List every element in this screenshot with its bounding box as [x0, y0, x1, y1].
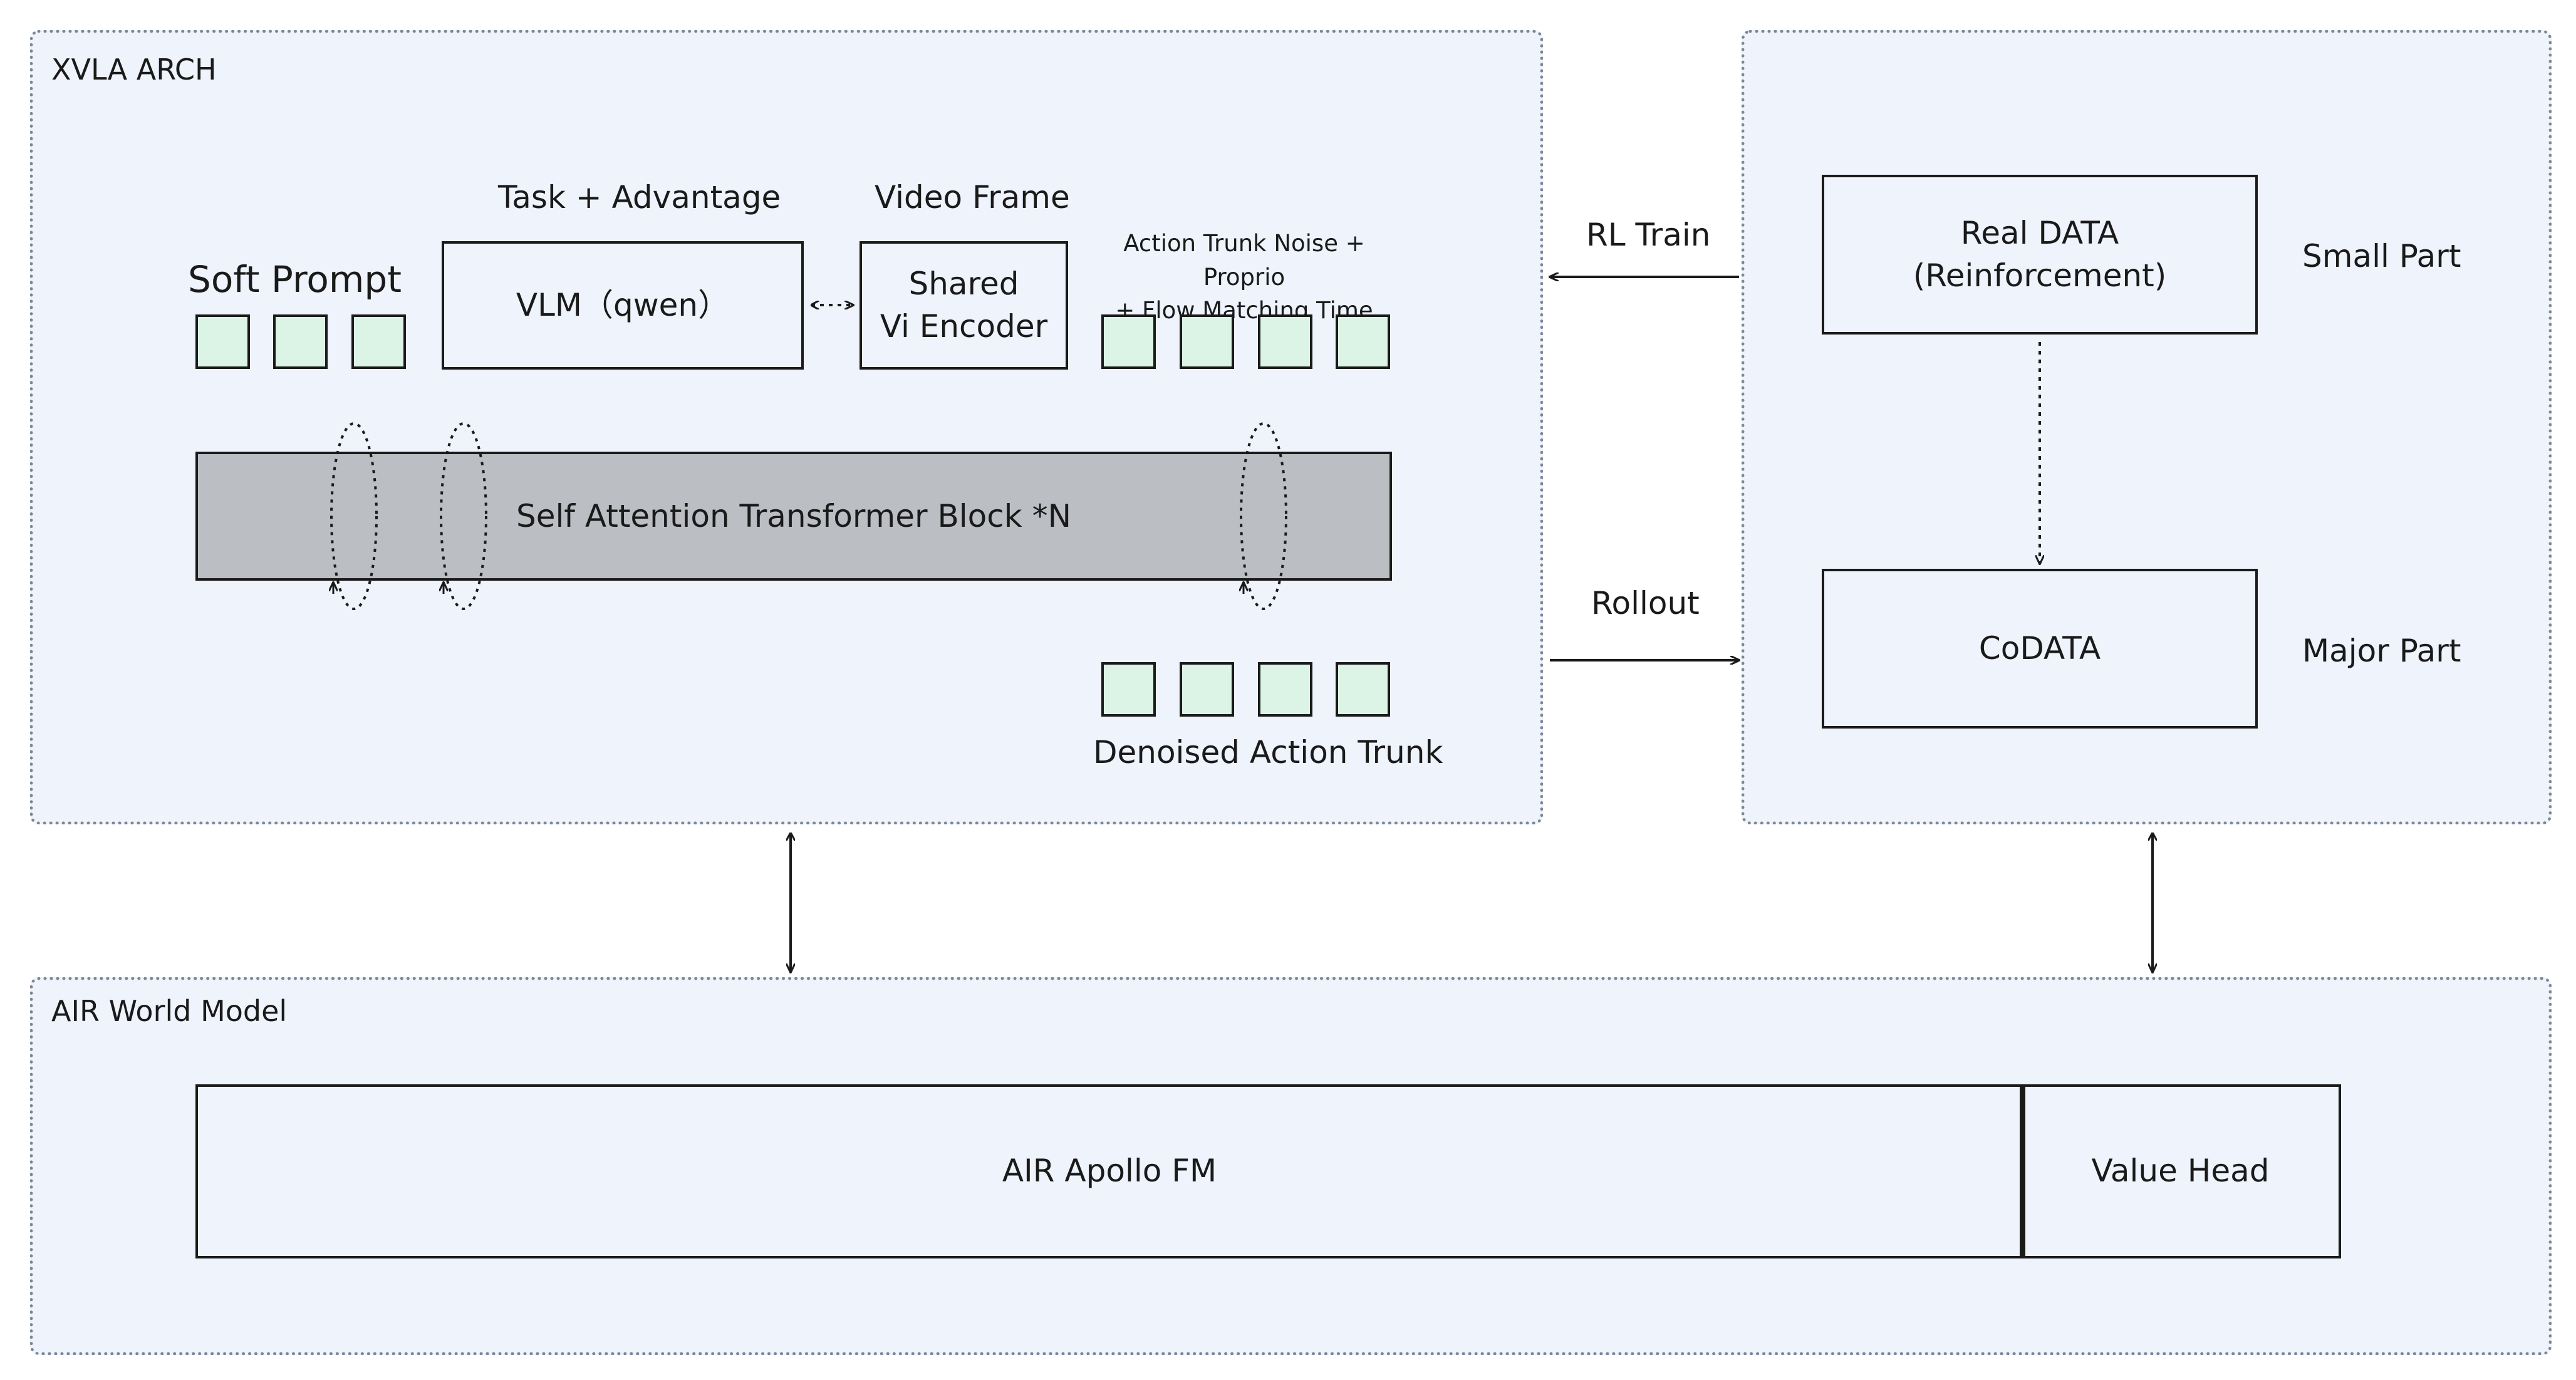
task-advantage-label: Task + Advantage [498, 179, 781, 215]
xvla-arch-panel [30, 30, 1543, 824]
air-apollo-fm-box: AIR Apollo FM [195, 1084, 2023, 1258]
data-panel [1742, 30, 2552, 824]
action-trunk-noise-label: Action Trunk Noise + Proprio + Flow Matc… [1115, 230, 1373, 324]
denoised-action-token [1258, 662, 1312, 717]
denoised-action-trunk-label: Denoised Action Trunk [1093, 734, 1443, 770]
vlm-box: VLM（qwen） [442, 241, 804, 370]
codata-box: CoDATA [1822, 569, 2258, 729]
self-attention-transformer-block: Self Attention Transformer Block *N [195, 452, 1392, 581]
rl-train-label: RL Train [1586, 217, 1711, 253]
action-noise-token [1180, 314, 1234, 369]
xvla-arch-title: XVLA ARCH [51, 53, 217, 86]
action-noise-token [1336, 314, 1390, 369]
soft-prompt-token [351, 314, 406, 369]
denoised-action-token [1180, 662, 1234, 717]
shared-vi-encoder-box: Shared Vi Encoder [860, 241, 1068, 370]
denoised-action-token [1101, 662, 1156, 717]
small-part-label: Small Part [2302, 238, 2461, 274]
major-part-label: Major Part [2302, 633, 2461, 669]
soft-prompt-token [195, 314, 250, 369]
value-head-box: Value Head [2020, 1084, 2341, 1258]
soft-prompt-token [273, 314, 328, 369]
rollout-label: Rollout [1591, 585, 1700, 621]
denoised-action-token [1336, 662, 1390, 717]
air-world-model-title: AIR World Model [51, 994, 288, 1028]
apollo-value-divider [2020, 1084, 2025, 1258]
soft-prompt-label: Soft Prompt [188, 258, 402, 301]
action-noise-token [1258, 314, 1312, 369]
action-noise-token [1101, 314, 1156, 369]
air-world-model-panel [30, 977, 2552, 1355]
real-data-box: Real DATA (Reinforcement) [1822, 175, 2258, 335]
video-frame-label: Video Frame [875, 179, 1070, 215]
